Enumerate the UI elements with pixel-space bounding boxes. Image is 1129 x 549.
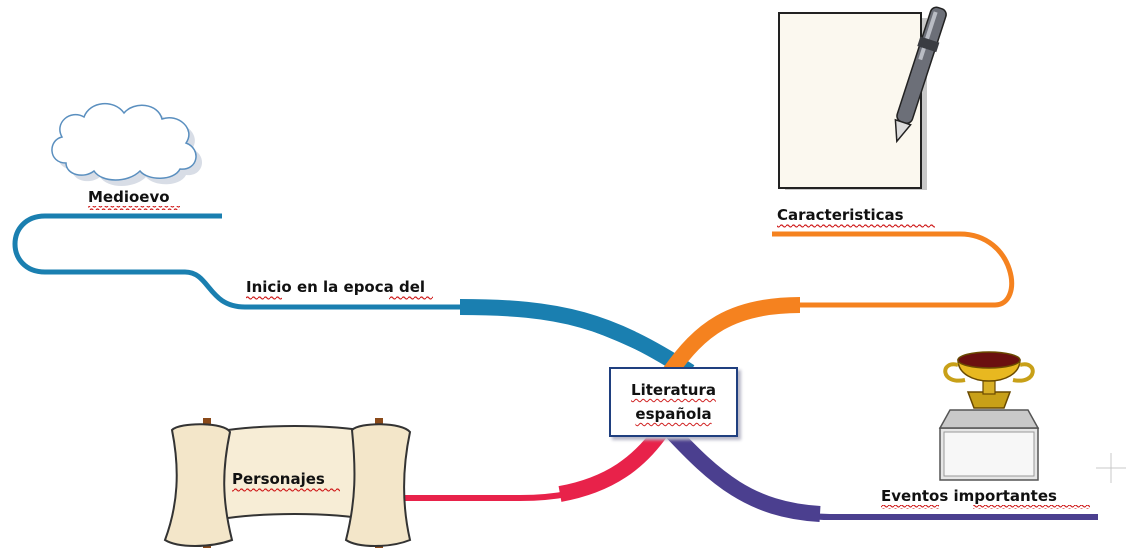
label-caracteristicas[interactable]: Caracteristicas bbox=[777, 206, 935, 228]
label-personajes[interactable]: Personajes bbox=[232, 470, 340, 492]
branch-caracteristicas-thick bbox=[663, 297, 801, 377]
label-medioevo[interactable]: Medioevo bbox=[88, 188, 180, 210]
paper-pen-icon bbox=[778, 6, 947, 190]
central-topic[interactable]: Literatura española bbox=[609, 367, 738, 437]
branch-eventos-thick bbox=[664, 424, 821, 522]
central-topic-line1: Literatura bbox=[631, 381, 716, 399]
crosshair-mark bbox=[1096, 453, 1126, 483]
label-eventos-text: Eventos importantes bbox=[881, 487, 1057, 505]
label-personajes-text: Personajes bbox=[232, 470, 325, 488]
cloud-icon bbox=[51, 103, 203, 186]
branch-medioevo-thick bbox=[459, 299, 695, 379]
central-topic-line2: española bbox=[635, 405, 712, 423]
label-eventos[interactable]: Eventos importantes bbox=[881, 487, 1090, 509]
label-inicio-text: Inicio en la epoca del bbox=[246, 278, 425, 296]
label-medioevo-text: Medioevo bbox=[88, 188, 170, 206]
label-caracteristicas-text: Caracteristicas bbox=[777, 206, 904, 224]
trophy-icon bbox=[938, 351, 1040, 481]
branch-caracteristicas[interactable] bbox=[667, 231, 1015, 374]
branch-personajes-thick bbox=[558, 425, 669, 502]
scroll-icon bbox=[163, 418, 412, 548]
label-inicio[interactable]: Inicio en la epoca del bbox=[246, 278, 433, 300]
